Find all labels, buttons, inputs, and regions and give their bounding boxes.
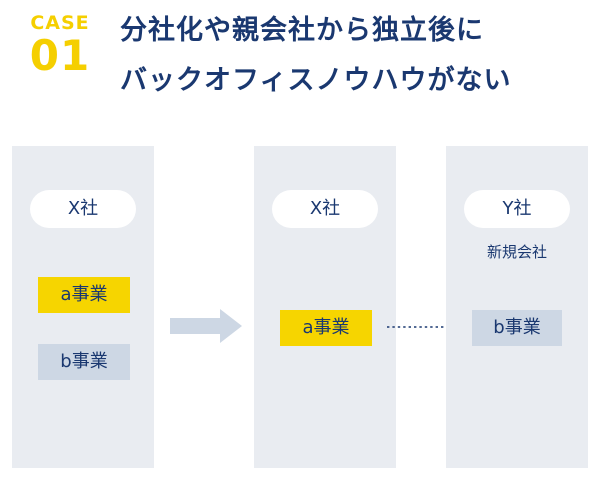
title-line-2: バックオフィスノウハウがない [120, 65, 512, 96]
panel-before-x: X社 a事業 b事業 [12, 146, 154, 468]
panel-after-x: X社 a事業 [254, 146, 396, 468]
page-title: 分社化や親会社から独立後に バックオフィスノウハウがない [120, 6, 511, 106]
title-line-1: 分社化や親会社から独立後に [120, 15, 484, 46]
case-number: 01 [29, 31, 91, 80]
business-b-box-before: b事業 [38, 344, 130, 380]
case-badge: CASE 01 [22, 12, 98, 78]
company-pill-x-after: X社 [272, 190, 378, 228]
case-label: CASE [30, 12, 90, 34]
right-block-arrow-icon [170, 309, 242, 347]
business-a-box-after: a事業 [280, 310, 372, 346]
business-b-box-after: b事業 [472, 310, 562, 346]
panel-after-y: Y社 新規会社 b事業 [446, 146, 588, 468]
business-a-box-before: a事業 [38, 277, 130, 313]
new-company-label: 新規会社 [486, 243, 547, 261]
company-pill-y: Y社 [464, 190, 570, 228]
company-pill-x-before: X社 [30, 190, 136, 228]
